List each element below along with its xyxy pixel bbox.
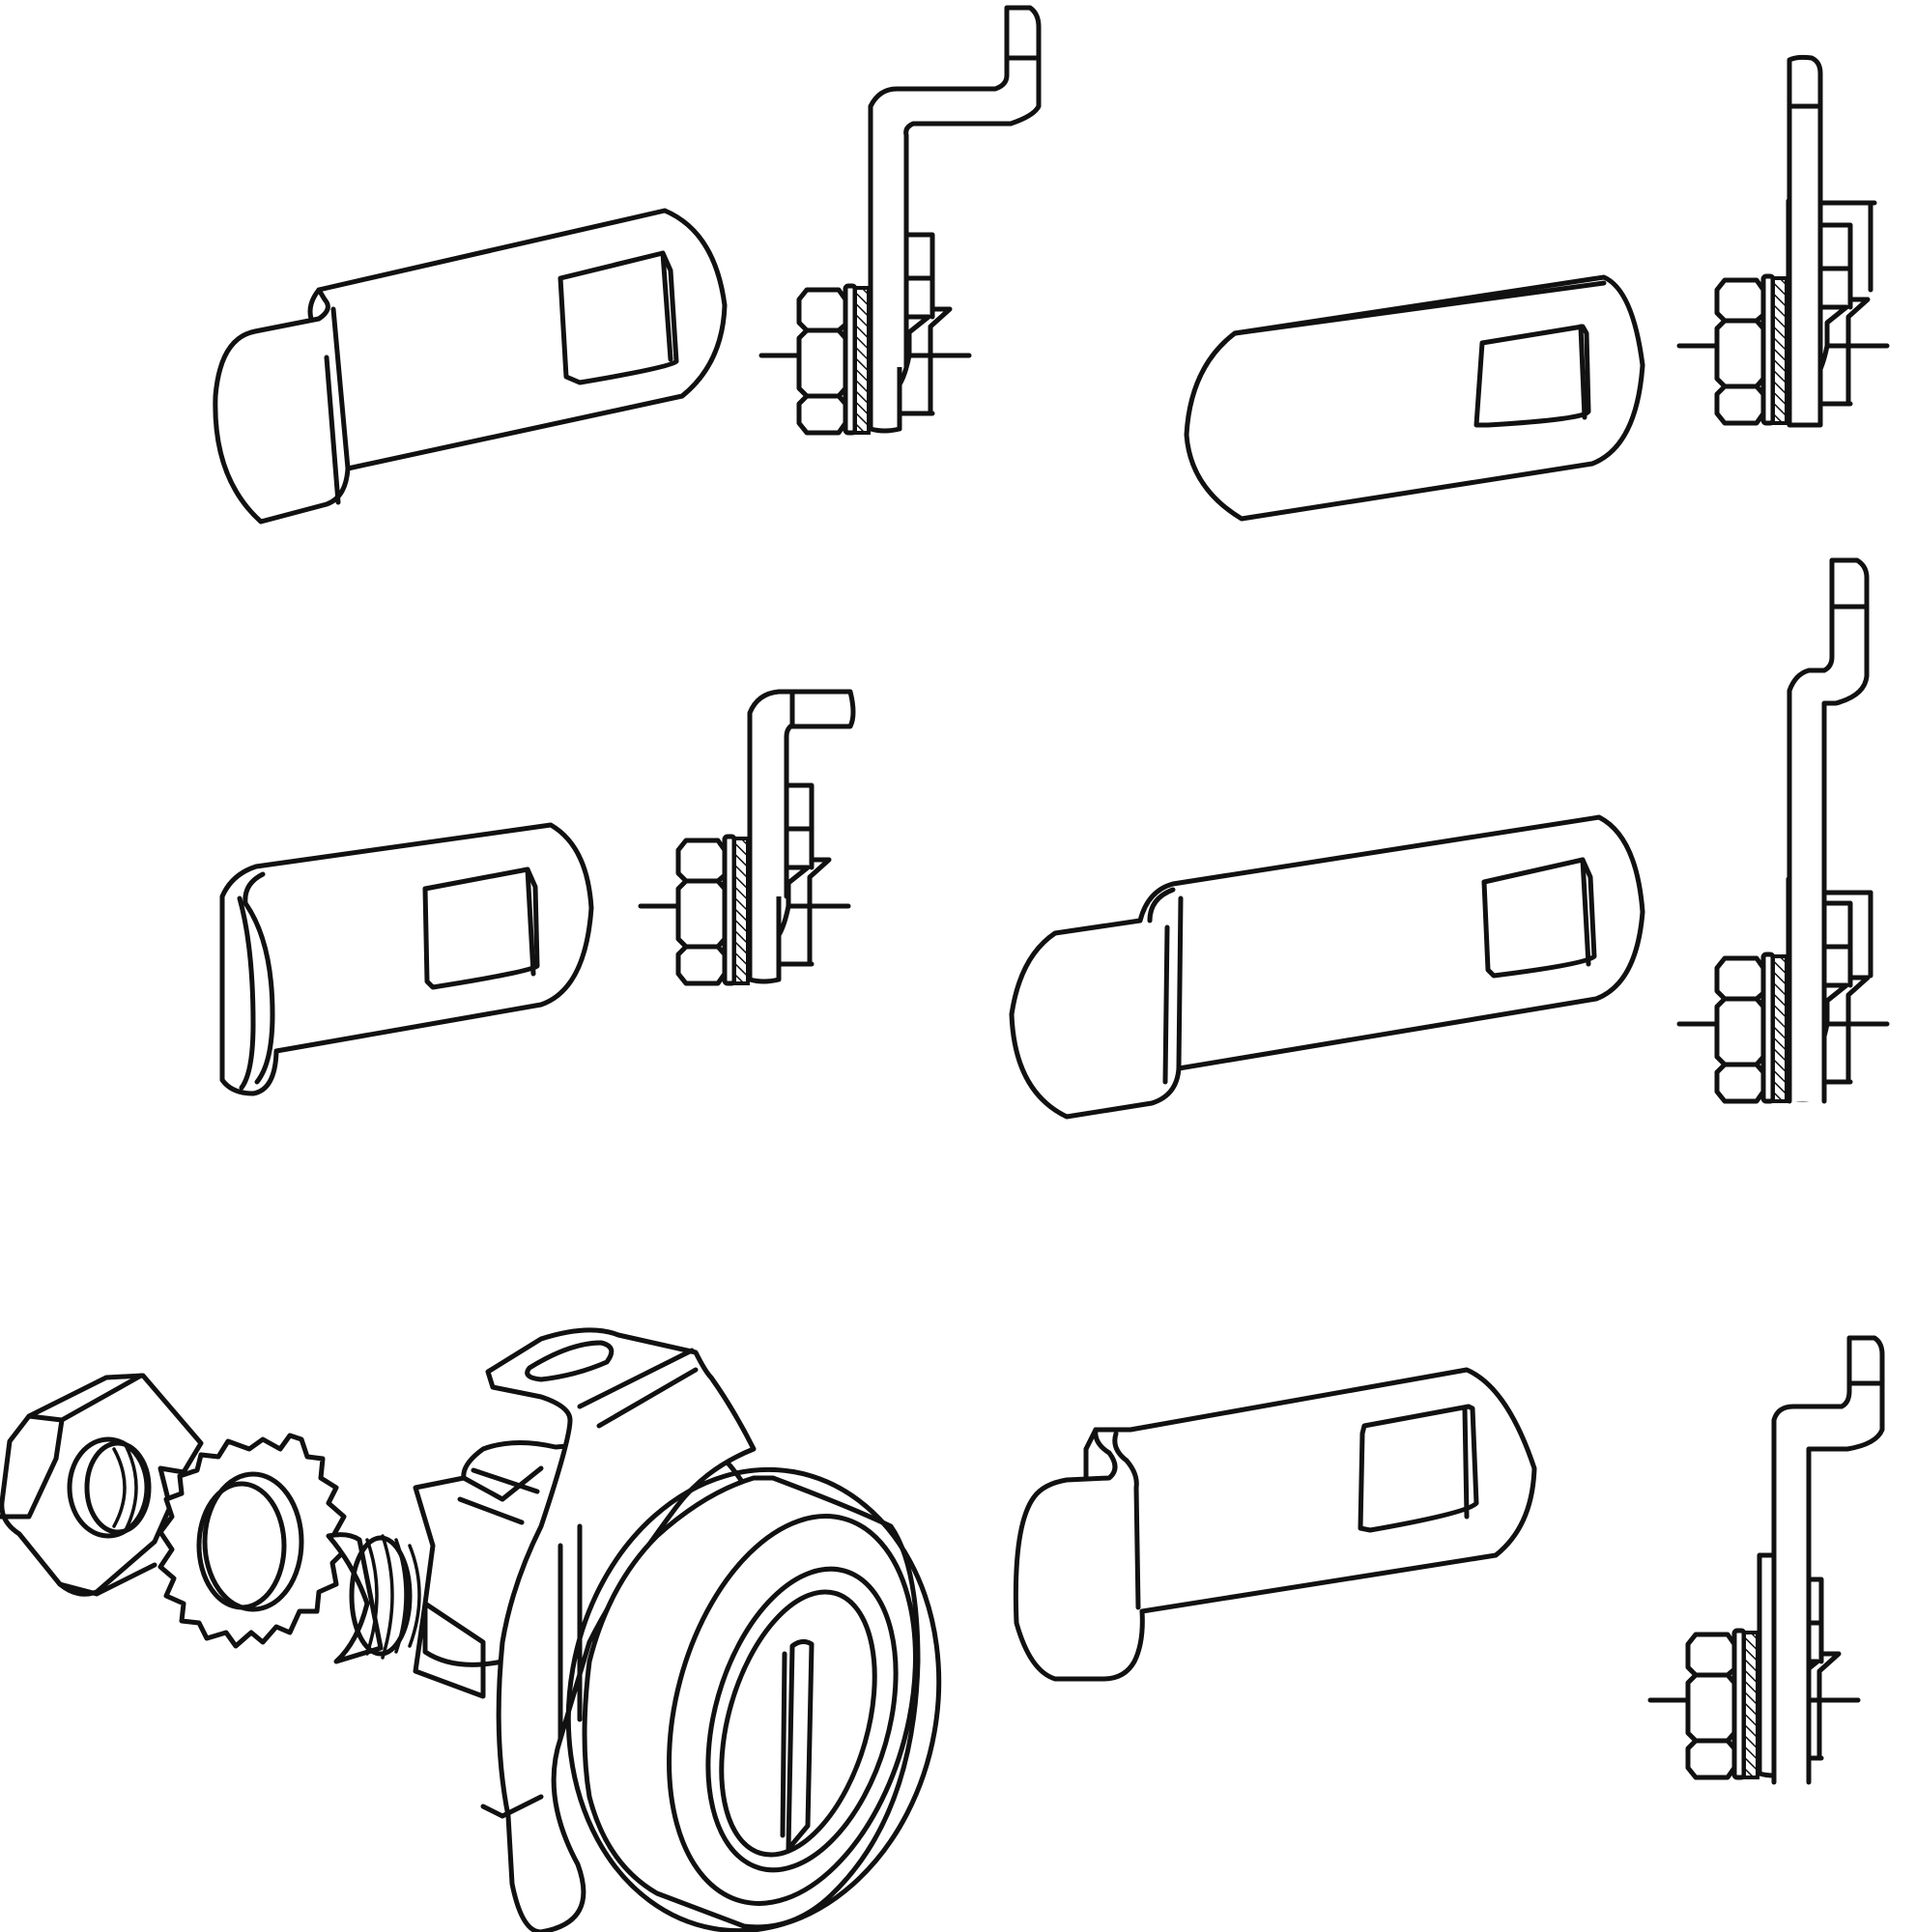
cam-2-side-view bbox=[1679, 201, 1887, 423]
cam-3-offset-arm bbox=[747, 689, 856, 899]
lock-assembly bbox=[0, 1327, 942, 1932]
mounting-clip bbox=[485, 1327, 757, 1932]
hex-nut bbox=[0, 1373, 204, 1597]
cam-5-side-view bbox=[1650, 1555, 1858, 1777]
cam-3 bbox=[219, 822, 594, 1096]
threaded-stud bbox=[326, 1532, 384, 1664]
cam-2-straight-arm bbox=[1787, 54, 1823, 428]
cam-1-side-view bbox=[761, 211, 969, 433]
star-washer bbox=[157, 1433, 347, 1649]
cam-1-offset-arm bbox=[868, 5, 1042, 370]
key-slot bbox=[786, 1638, 815, 1852]
cam-2 bbox=[1184, 274, 1645, 522]
cam-4-side-view bbox=[1679, 879, 1887, 1101]
cam-4-offset-arm bbox=[1787, 557, 1870, 1104]
cam-4 bbox=[1009, 814, 1645, 1120]
cam-1 bbox=[213, 208, 728, 525]
cam-5-offset-arm bbox=[1771, 1335, 1885, 1785]
cam-5 bbox=[1013, 1367, 1537, 1682]
cam-3-side-view bbox=[641, 761, 848, 983]
